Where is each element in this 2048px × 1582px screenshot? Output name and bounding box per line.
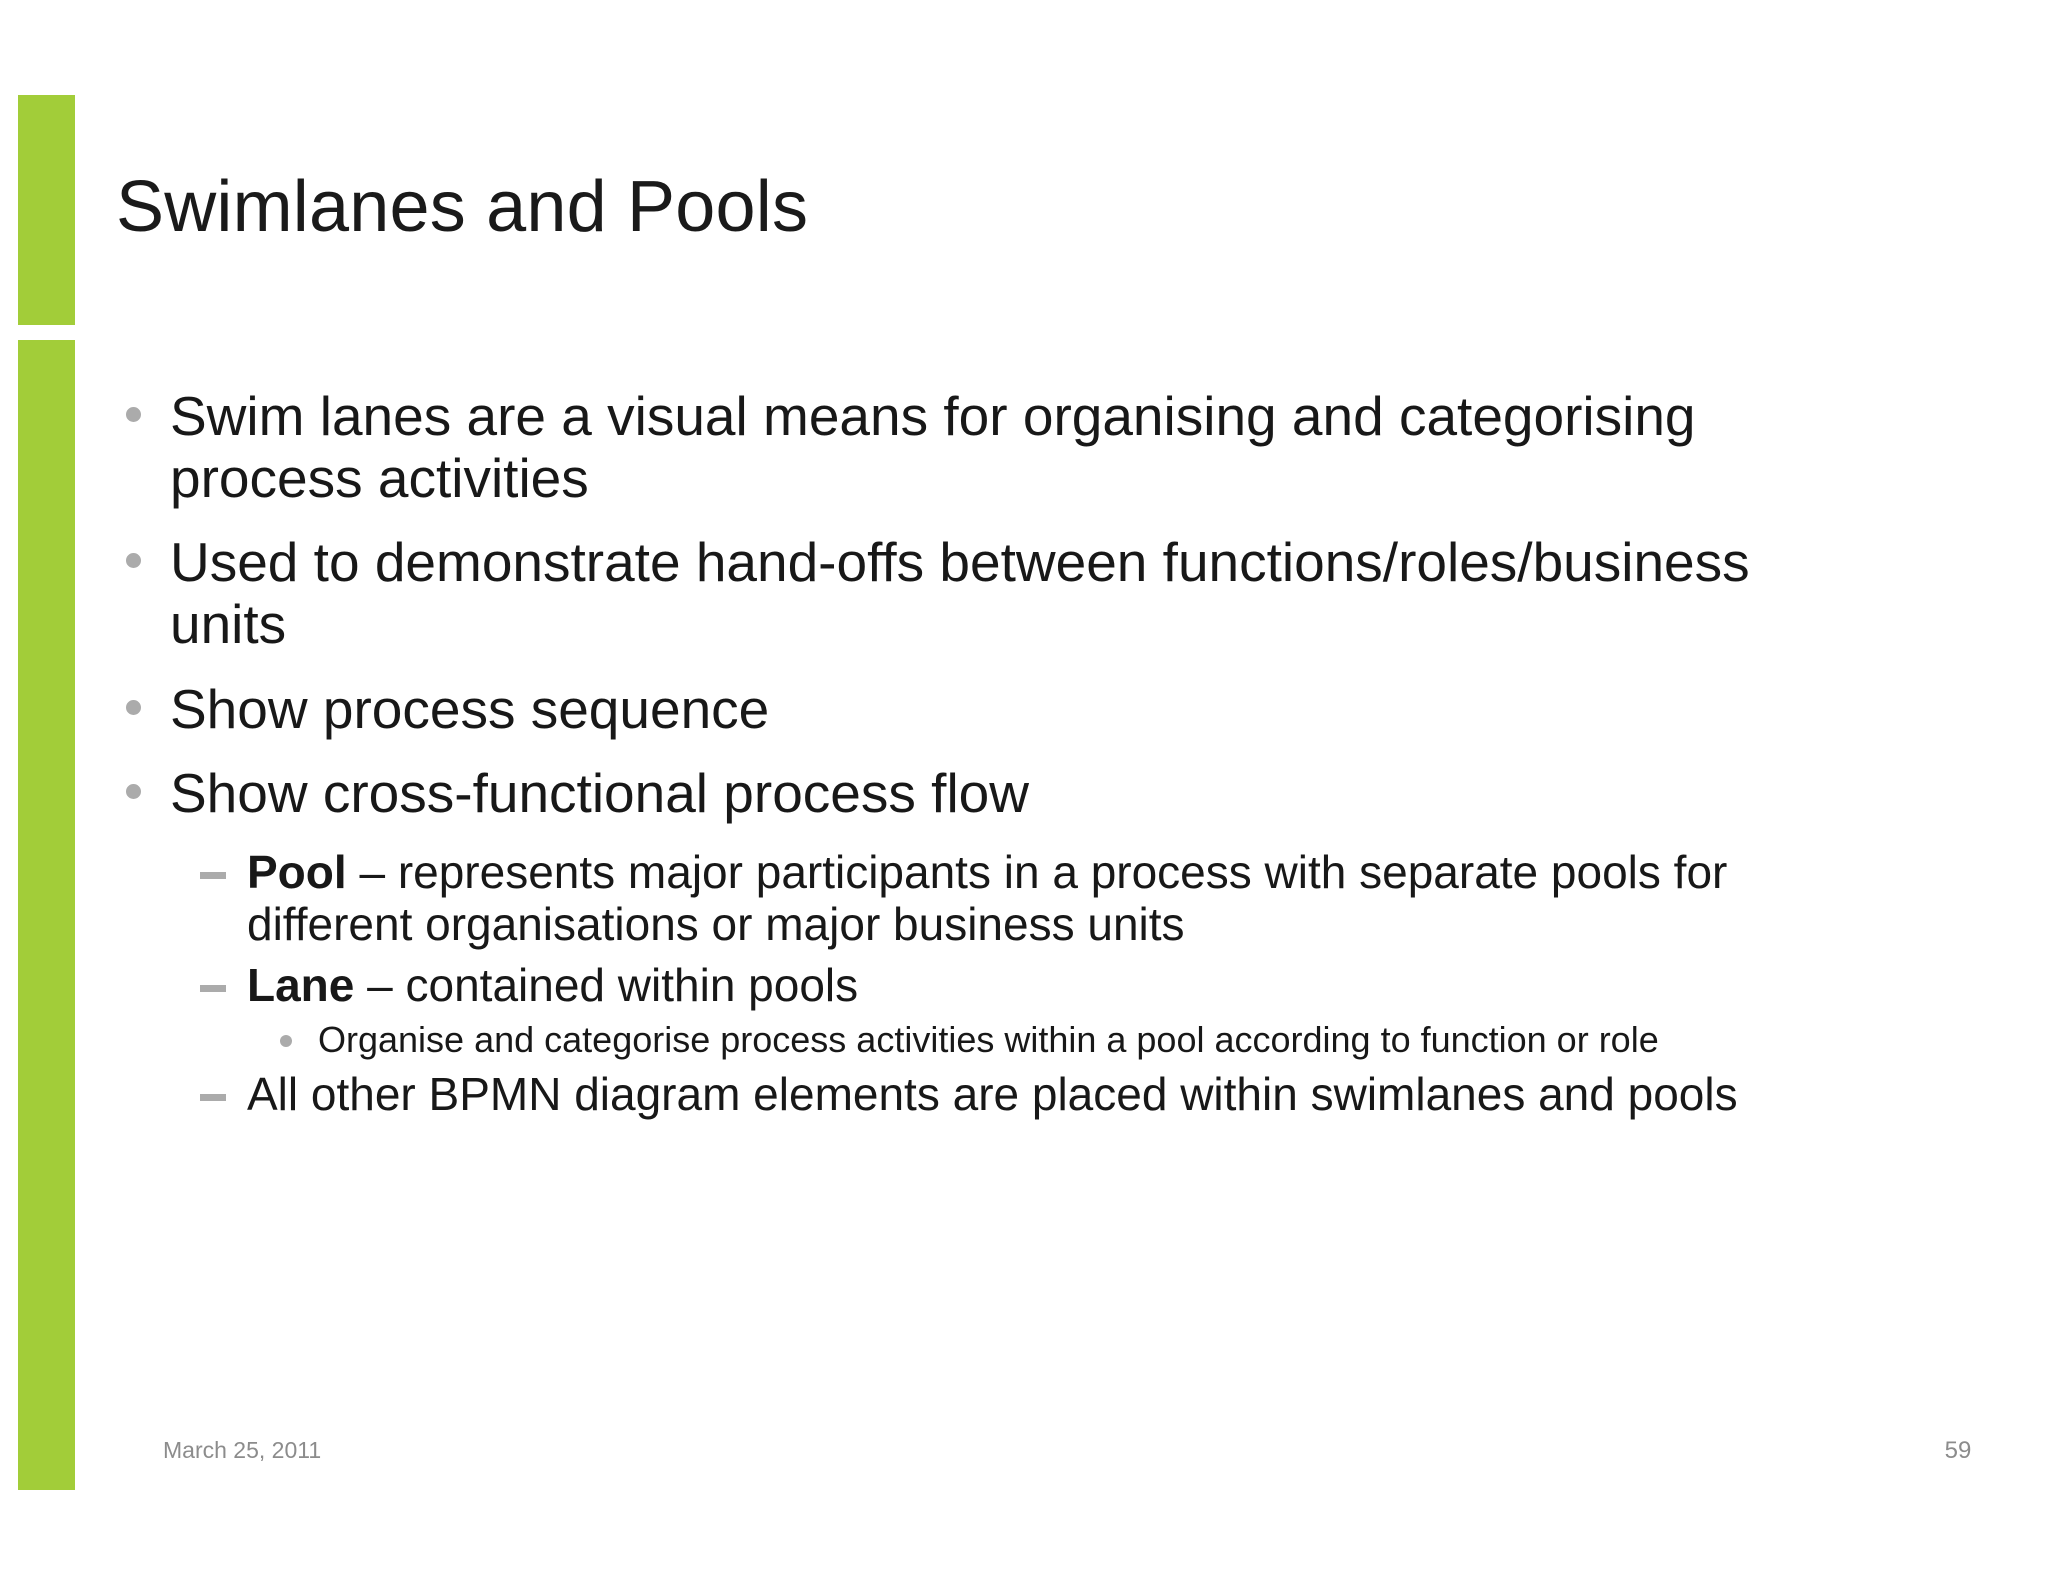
bullet-text: All other BPMN diagram elements are plac… <box>247 1067 1738 1120</box>
bullet-level1: Show cross-functional process flow <box>120 762 1880 824</box>
bullet-level2: All other BPMN diagram elements are plac… <box>192 1068 1880 1120</box>
bullet-text: Show process sequence <box>170 677 770 740</box>
bullet-dot-icon <box>126 553 141 569</box>
bullet-lead-term: Pool <box>247 845 347 898</box>
bullet-text: Swim lanes are a visual means for organi… <box>170 385 1696 510</box>
accent-bar-bottom <box>18 340 75 1490</box>
slide-title: Swimlanes and Pools <box>116 167 809 247</box>
bullet-text: Show cross-functional process flow <box>170 761 1029 824</box>
bullet-level3: Organise and categorise process activiti… <box>270 1019 1880 1061</box>
bullet-text: Organise and categorise process activiti… <box>318 1019 1659 1061</box>
bullet-text: – represents major participants in a pro… <box>247 845 1728 951</box>
bullet-level2: Lane – contained within pools <box>192 959 1880 1011</box>
bullet-dot-icon <box>126 699 141 715</box>
bullet-dash-icon <box>200 1093 226 1101</box>
bullet-dash-icon <box>200 871 226 879</box>
bullet-dot-icon <box>126 407 141 422</box>
bullet-level1: Show process sequence <box>120 678 1880 740</box>
footer-date: March 25, 2011 <box>163 1437 322 1463</box>
bullet-text: – contained within pools <box>354 958 859 1011</box>
bullet-dot-icon <box>280 1035 292 1048</box>
slide-body: Swim lanes are a visual means for organi… <box>120 385 1880 1128</box>
accent-bar-top <box>18 95 75 325</box>
bullet-level1: Used to demonstrate hand-offs between fu… <box>120 531 1880 655</box>
bullet-text: Used to demonstrate hand-offs between fu… <box>170 531 1750 656</box>
footer-page-number: 59 <box>1944 1437 1972 1464</box>
bullet-dot-icon <box>126 783 141 799</box>
bullet-dash-icon <box>200 984 226 992</box>
bullet-lead-term: Lane <box>247 958 355 1011</box>
bullet-level1: Swim lanes are a visual means for organi… <box>120 385 1880 509</box>
bullet-level2: Pool – represents major participants in … <box>192 846 1880 951</box>
